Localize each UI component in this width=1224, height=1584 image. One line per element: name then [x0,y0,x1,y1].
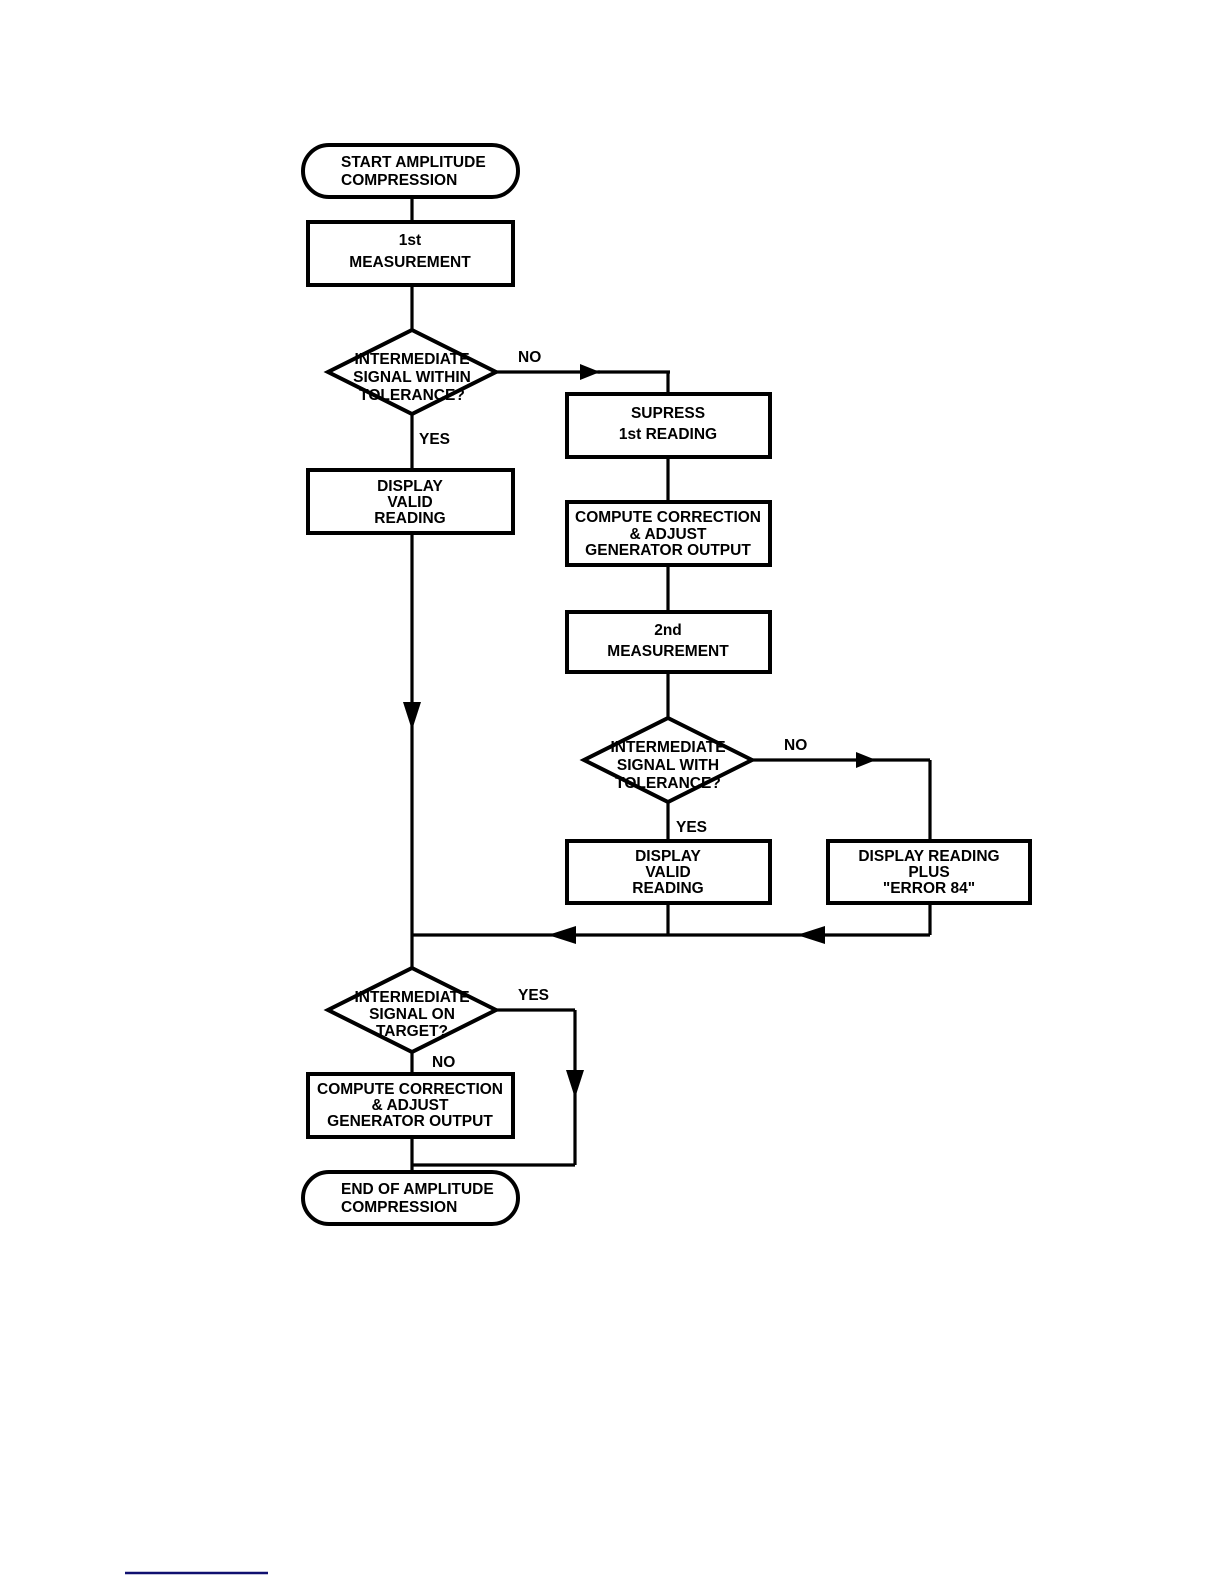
node-display-valid-reading-2[interactable]: DISPLAY VALID READING [565,839,772,905]
node-display-valid-1-line-1: DISPLAY [377,478,443,495]
arrowhead-merge-left-2 [797,926,825,944]
node-compute1-line-3: GENERATOR OUTPUT [585,542,751,559]
node-supress-line-1: SUPRESS [631,405,705,422]
node-end-line-1: END OF AMPLITUDE [341,1181,494,1198]
first-measurement-shape [306,220,515,287]
node-display-valid-reading-1[interactable]: DISPLAY VALID READING [306,468,515,535]
node-display-error-line-3: "ERROR 84" [883,880,975,897]
display-valid-reading-2-shape [565,839,772,905]
node-display-error-line-1: DISPLAY READING [858,848,999,865]
edge-label-decision2-yes: YES [676,819,707,836]
edge-label-decision1-yes: YES [419,431,450,448]
node-first-measurement-line-2: MEASUREMENT [349,254,471,271]
decision1-shape [323,327,501,417]
node-compute2-line-2: & ADJUST [372,1097,449,1114]
node-compute2-line-1: COMPUTE CORRECTION [317,1081,503,1098]
node-decision3-line-1: INTERMEDIATE [354,989,469,1006]
node-start-line-1: START AMPLITUDE [341,154,486,171]
end-terminator-shape [301,1170,520,1226]
node-second-measurement-line-2: MEASUREMENT [607,643,729,660]
node-decision3-line-3: TARGET? [376,1023,448,1040]
node-supress-line-2: 1st READING [619,426,717,443]
edge-label-decision3-no: NO [432,1054,455,1071]
node-decision2-line-2: SIGNAL WITH [617,757,719,774]
node-supress-first-reading[interactable]: SUPRESS 1st READING [565,392,772,459]
node-end-line-2: COMPRESSION [341,1199,457,1216]
display-valid-reading-1-shape [306,468,515,535]
display-reading-plus-error-shape [826,839,1032,905]
arrowhead-merge-left-1 [548,926,576,944]
node-compute-correction-1[interactable]: COMPUTE CORRECTION & ADJUST GENERATOR OU… [565,500,772,567]
edge-label-decision2-no: NO [784,737,807,754]
node-second-measurement[interactable]: 2nd MEASUREMENT [565,610,772,674]
node-decision1-line-1: INTERMEDIATE [354,351,469,368]
arrowhead-decision3-yes-down [566,1070,584,1098]
node-start[interactable]: START AMPLITUDE COMPRESSION [301,143,520,199]
node-display-valid-1-line-3: READING [374,510,445,527]
node-decision3-line-2: SIGNAL ON [369,1006,455,1023]
node-second-measurement-line-1: 2nd [654,622,682,639]
node-decision-intermediate-signal-on-target[interactable]: INTERMEDIATE SIGNAL ON TARGET? [323,965,501,1055]
edge-label-decision1-no: NO [518,349,541,366]
arrowhead-decision1-no [580,364,600,380]
node-decision2-line-3: TOLERANCE? [615,775,721,792]
node-compute1-line-2: & ADJUST [630,526,707,543]
node-decision1-line-3: TOLERANCE? [359,387,465,404]
decision3-shape [323,965,501,1055]
node-display-error-line-2: PLUS [908,864,949,881]
arrowhead-display-valid1-down [403,702,421,730]
node-compute-correction-2[interactable]: COMPUTE CORRECTION & ADJUST GENERATOR OU… [306,1072,515,1139]
node-display-valid-2-line-2: VALID [645,864,690,881]
decision2-shape [579,715,757,805]
node-compute1-line-1: COMPUTE CORRECTION [575,509,761,526]
compute-correction-1-shape [565,500,772,567]
arrowhead-decision2-no [856,752,876,768]
node-display-reading-plus-error[interactable]: DISPLAY READING PLUS "ERROR 84" [826,839,1032,905]
node-display-valid-1-line-2: VALID [387,494,432,511]
supress-first-reading-shape [565,392,772,459]
second-measurement-shape [565,610,772,674]
node-compute2-line-3: GENERATOR OUTPUT [327,1113,493,1130]
node-display-valid-2-line-3: READING [632,880,703,897]
node-first-measurement[interactable]: 1st MEASUREMENT [306,220,515,287]
node-first-measurement-line-1: 1st [399,232,421,249]
start-terminator-shape [301,143,520,199]
edge-label-decision3-yes: YES [518,987,549,1004]
node-end[interactable]: END OF AMPLITUDE COMPRESSION [301,1170,520,1226]
node-decision2-line-1: INTERMEDIATE [610,739,725,756]
node-decision1-line-2: SIGNAL WITHIN [353,369,471,386]
node-display-valid-2-line-1: DISPLAY [635,848,701,865]
compute-correction-2-shape [306,1072,515,1139]
node-start-line-2: COMPRESSION [341,172,457,189]
node-decision-intermediate-signal-with-tolerance[interactable]: INTERMEDIATE SIGNAL WITH TOLERANCE? [579,715,757,805]
node-decision-intermediate-signal-within-tolerance[interactable]: INTERMEDIATE SIGNAL WITHIN TOLERANCE? [323,327,501,417]
